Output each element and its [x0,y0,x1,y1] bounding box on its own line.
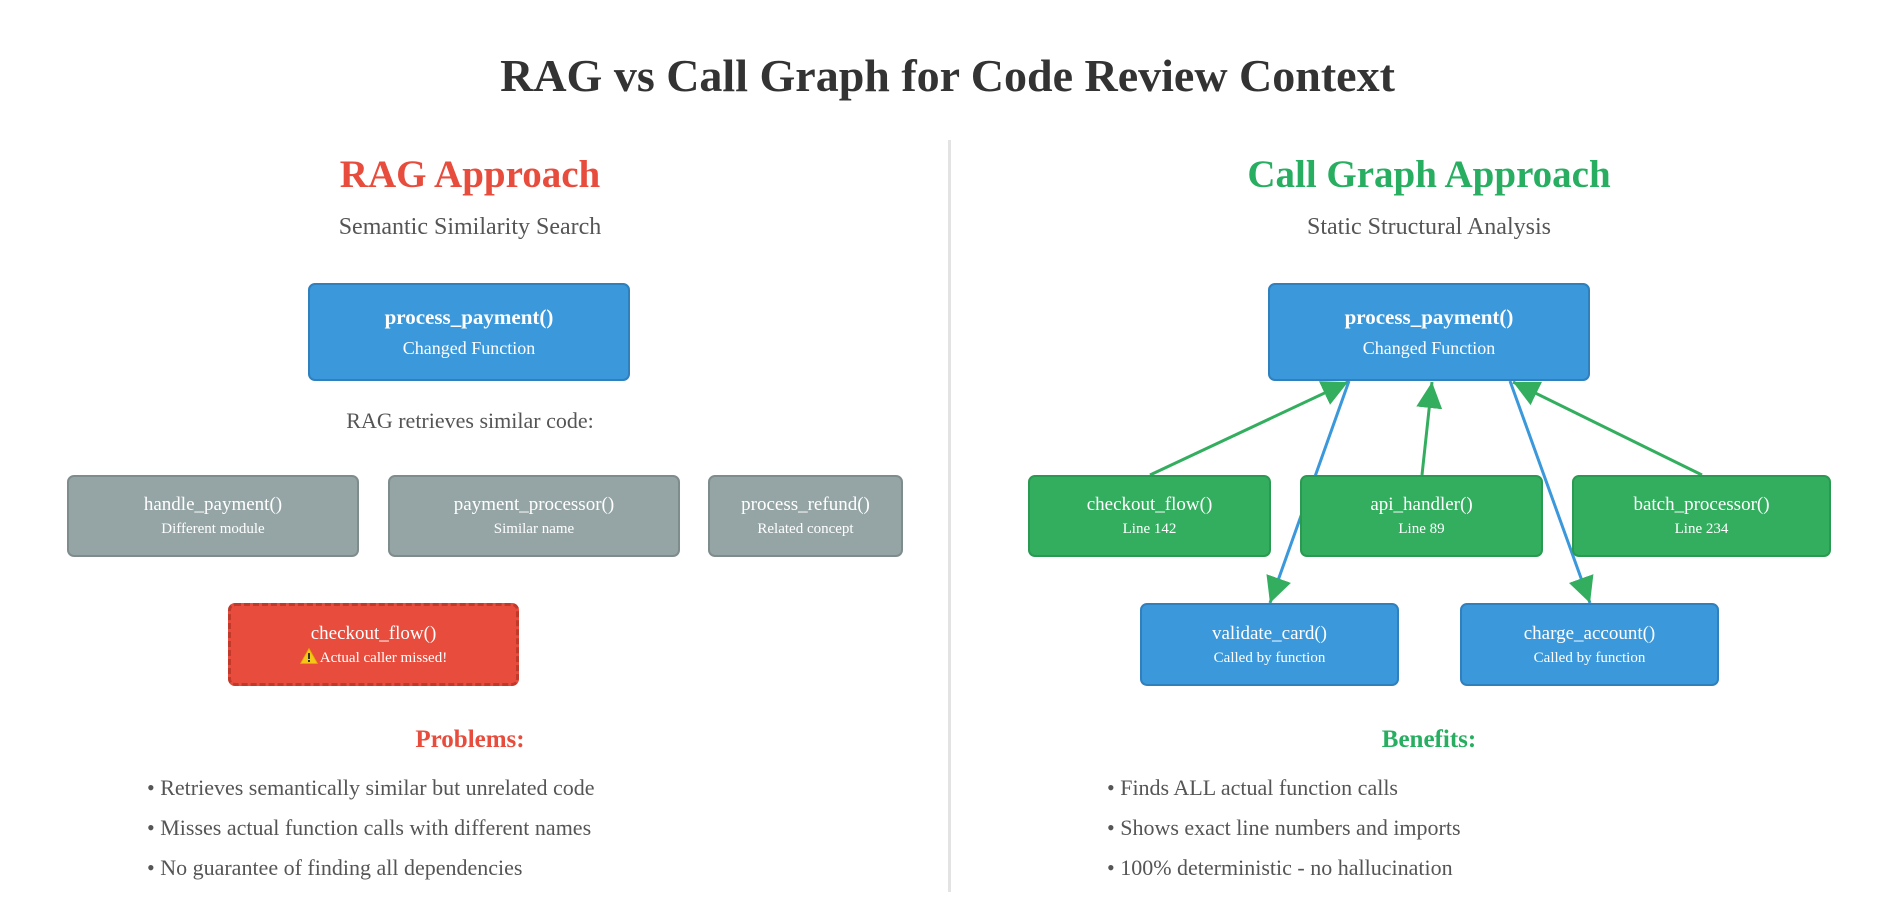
list-item: Retrieves semantically similar but unrel… [147,768,594,808]
caller-node: api_handler() Line 89 [1300,475,1543,557]
node-name: batch_processor() [1633,494,1770,515]
node-desc: Called by function [1213,649,1326,666]
edge-batch-to-process-payment [1512,380,1703,477]
node-desc-row: Actual caller missed! [299,647,448,668]
benefits-heading: Benefits: [1381,726,1477,753]
rag-subheading: Semantic Similarity Search [338,214,602,240]
rag-heading: RAG Approach [339,153,601,196]
node-name: process_payment() [1344,305,1514,329]
node-desc: Changed Function [1362,338,1496,358]
callgraph-subheading: Static Structural Analysis [1307,214,1551,240]
node-name: charge_account() [1523,622,1656,644]
callee-node: charge_account() Called by function [1460,603,1719,686]
warning-icon [299,647,318,664]
node-name: api_handler() [1370,494,1473,515]
callgraph-heading: Call Graph Approach [1247,153,1611,196]
node-name: payment_processor() [453,494,615,515]
retrieved-node: payment_processor() Similar name [388,475,680,557]
benefits-list: Finds ALL actual function calls Shows ex… [1107,768,1461,888]
node-name: process_refund() [741,494,870,515]
node-desc: Similar name [493,521,575,537]
panel-divider [948,140,951,892]
node-desc: Related concept [757,521,854,537]
node-desc: Different module [161,521,265,537]
edge-checkout-to-process-payment [1149,380,1349,477]
list-item: Misses actual function calls with differ… [147,808,595,848]
problems-list: Retrieves semantically similar but unrel… [147,768,595,888]
node-desc: Actual caller missed! [319,649,448,666]
list-item: Shows exact line numbers and imports [1107,808,1460,848]
rag-caption: RAG retrieves similar code: [346,408,594,433]
node-desc: Line 234 [1674,521,1729,537]
problems-heading: Problems: [415,726,525,753]
callgraph-changed-function-node: process_payment() Changed Function [1268,283,1590,381]
node-desc: Line 89 [1398,521,1445,537]
rag-changed-function-node: process_payment() Changed Function [308,283,630,381]
list-item: Finds ALL actual function calls [1107,768,1461,808]
list-item: 100% deterministic - no hallucination [1107,848,1461,888]
node-name: checkout_flow() [1086,494,1213,515]
node-desc: Changed Function [402,338,536,358]
caller-node: checkout_flow() Line 142 [1028,475,1271,557]
node-name: process_payment() [384,305,554,329]
retrieved-node: process_refund() Related concept [708,475,903,557]
list-item: No guarantee of finding all dependencies [147,848,595,888]
node-name: handle_payment() [143,494,283,515]
edge-api-handler-to-process-payment [1416,381,1443,476]
retrieved-node: handle_payment() Different module [67,475,359,557]
node-desc: Line 142 [1122,521,1177,537]
node-name: validate_card() [1212,622,1327,644]
node-name: checkout_flow() [310,622,437,644]
missed-caller-node: checkout_flow() Actual caller missed! [228,603,519,686]
callee-node: validate_card() Called by function [1140,603,1399,686]
node-desc: Called by function [1533,649,1646,666]
caller-node: batch_processor() Line 234 [1572,475,1831,557]
page-title: RAG vs Call Graph for Code Review Contex… [500,50,1395,101]
